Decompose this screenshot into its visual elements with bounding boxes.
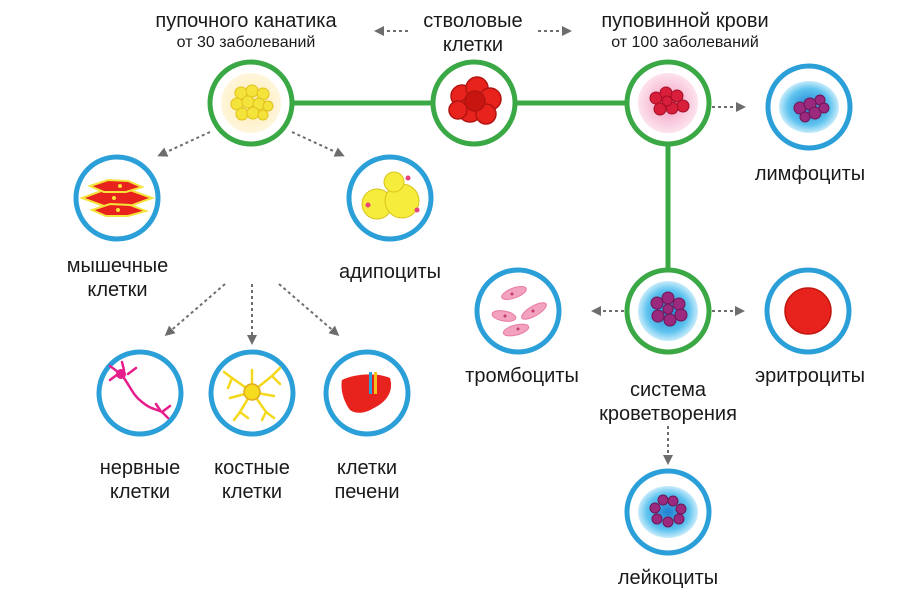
adipocytes-line1: адипоциты xyxy=(338,261,442,283)
green-connectors xyxy=(293,100,671,272)
liver-label: клетки печени xyxy=(310,456,424,504)
nerve-cell xyxy=(96,349,184,437)
stem-cells-line1: стволовые xyxy=(423,10,523,32)
hematopoiesis-cell xyxy=(624,267,712,355)
cord-blood-cell xyxy=(624,59,712,147)
umbilical-cord-label: пупочного канатика от 30 заболеваний xyxy=(132,9,360,52)
hematopoiesis-line2: кроветворения xyxy=(599,403,737,425)
leukocytes-label: лейкоциты xyxy=(600,566,736,590)
platelets-line1: тромбоциты xyxy=(465,365,579,387)
bone-cell xyxy=(208,349,296,437)
platelets-label: тромбоциты xyxy=(452,364,592,388)
lymphocyte-cell xyxy=(765,63,853,151)
bone-line2: клетки xyxy=(221,481,283,503)
nerve-line2: клетки xyxy=(109,481,171,503)
lymphocytes-label: лимфоциты xyxy=(740,162,880,186)
cord-blood-label: пуповинной крови от 100 заболеваний xyxy=(580,9,790,52)
lymphocytes-line1: лимфоциты xyxy=(754,163,866,185)
leukocytes-line1: лейкоциты xyxy=(617,567,719,589)
umbilical-cord-title: пупочного канатика xyxy=(155,10,337,32)
hematopoiesis-line1: система xyxy=(629,379,707,401)
nerve-label: нервные клетки xyxy=(75,456,205,504)
muscle-cell xyxy=(73,154,161,242)
muscle-line1: мышечные xyxy=(66,255,169,277)
stem-cells-label: стволовые клетки xyxy=(404,9,542,57)
hematopoiesis-label: система кроветворения xyxy=(578,378,758,426)
arrow-to-liver xyxy=(278,283,340,336)
liver-line2: печени xyxy=(334,481,400,503)
dotted-arrows xyxy=(157,26,746,465)
nerve-line1: нервные xyxy=(99,457,181,479)
stem-cells-line2: клетки xyxy=(442,34,504,56)
leukocyte-cell xyxy=(624,468,712,556)
cord-blood-title: пуповинной крови xyxy=(601,10,769,32)
adipocyte-cell xyxy=(346,154,434,242)
platelet-cell xyxy=(474,267,562,355)
umbilical-cord-note: от 30 заболеваний xyxy=(176,34,316,51)
bone-line1: костные xyxy=(214,457,290,479)
erythrocytes-line1: эритроциты xyxy=(754,365,866,387)
erythrocyte-cell xyxy=(764,267,852,355)
erythrocytes-label: эритроциты xyxy=(740,364,880,388)
muscle-line2: клетки xyxy=(87,279,148,301)
cord-blood-note: от 100 заболеваний xyxy=(611,34,759,51)
adipocytes-label: адипоциты xyxy=(325,260,455,284)
arrow-umbilical-to-muscle xyxy=(157,131,211,157)
umbilical-cord-cell xyxy=(207,59,295,147)
liver-line1: клетки xyxy=(336,457,398,479)
arrow-umbilical-to-adipocytes xyxy=(291,131,345,157)
bone-label: костные клетки xyxy=(190,456,314,504)
arrow-to-nerve xyxy=(164,283,226,336)
liver-cell xyxy=(323,349,411,437)
stem-cell xyxy=(430,59,518,147)
muscle-label: мышечные клетки xyxy=(50,254,185,302)
